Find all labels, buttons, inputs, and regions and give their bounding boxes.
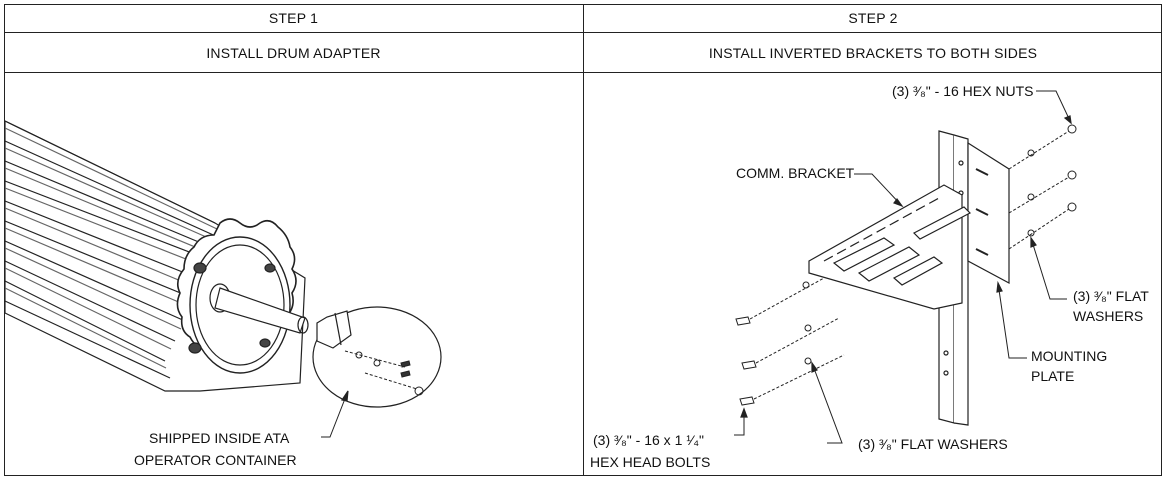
step2-title: INSTALL INVERTED BRACKETS TO BOTH SIDES <box>708 44 1038 61</box>
mounting-plate-label-2: PLATE <box>1031 368 1075 384</box>
flat-washers-right-label-2: WASHERS <box>1073 308 1144 324</box>
column-divider <box>583 4 584 476</box>
drum-adapter-illustration <box>5 120 442 438</box>
hex-nuts-label: (3) ³⁄₈" - 16 HEX NUTS <box>892 83 1034 99</box>
hex-head-bolts-label-2: HEX HEAD BOLTS <box>590 454 711 470</box>
comm-bracket-label: COMM. BRACKET <box>736 165 855 181</box>
shipped-inside-label: SHIPPED INSIDE ATA <box>149 430 290 446</box>
operator-container-label: OPERATOR CONTAINER <box>134 452 297 468</box>
hex-head-bolts-label: (3) ³⁄₈" - 16 x 1 ¹⁄₄" <box>593 432 704 448</box>
mounting-plate-label: MOUNTING <box>1031 348 1108 364</box>
step1-title: INSTALL DRUM ADAPTER <box>206 44 381 61</box>
header-divider <box>4 32 1162 33</box>
flat-washers-right-label: (3) ³⁄₈" FLAT <box>1073 288 1149 304</box>
inverted-bracket-illustration <box>734 90 1077 444</box>
title-divider <box>4 72 1162 73</box>
step1-header: STEP 1 <box>268 10 319 26</box>
step2-header: STEP 2 <box>848 10 898 26</box>
flat-washers-bottom-label: (3) ³⁄₈" FLAT WASHERS <box>858 436 1008 452</box>
